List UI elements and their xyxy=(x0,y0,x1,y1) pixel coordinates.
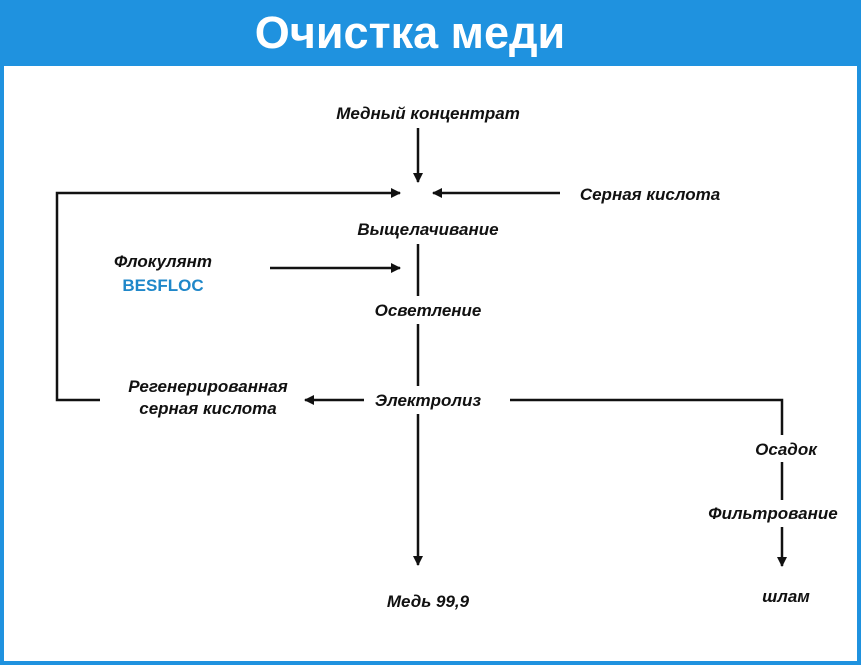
node-flocculant: Флокулянт xyxy=(114,252,212,271)
node-electrolysis: Электролиз xyxy=(375,391,481,410)
node-regenerated-acid-line2: серная кислота xyxy=(139,399,277,418)
node-copper: Медь 99,9 xyxy=(387,592,470,611)
recycle-loop-line xyxy=(55,188,401,402)
node-filtration: Фильтрование xyxy=(708,504,837,523)
node-sulfuric-acid: Серная кислота xyxy=(580,185,720,204)
node-concentrate: Медный концентрат xyxy=(336,104,520,123)
title-bar: Очистка меди xyxy=(0,0,861,66)
node-clarification: Осветление xyxy=(375,301,482,320)
page-title: Очистка меди xyxy=(254,7,566,58)
node-besfloc: BESFLOC xyxy=(122,276,203,295)
node-sludge: шлам xyxy=(762,587,810,606)
node-sediment: Осадок xyxy=(755,440,818,459)
node-leaching: Выщелачивание xyxy=(357,220,498,239)
node-regenerated-acid-line1: Регенерированная xyxy=(128,377,287,396)
line-electrolysis-to-sediment xyxy=(510,398,784,435)
